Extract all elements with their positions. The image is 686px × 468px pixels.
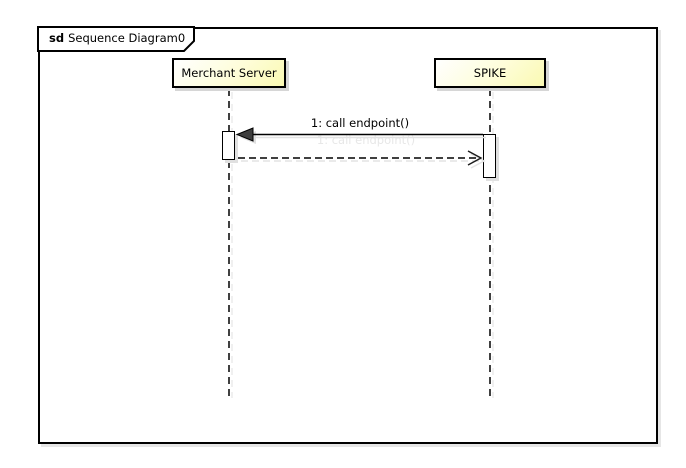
lifeline-name: SPIKE [473, 66, 507, 80]
activation-bar-spike [483, 134, 496, 178]
message-call-label: 1: call endpoint() [310, 116, 410, 130]
lifeline-name: Merchant Server [181, 66, 277, 80]
diagram-frame [38, 27, 658, 444]
lifeline-head-merchant-server: Merchant Server [172, 58, 286, 88]
frame-keyword: sd [49, 31, 65, 45]
frame-label-pentagon [37, 26, 195, 52]
frame-title: Sequence Diagram0 [68, 31, 186, 45]
activation-bar-merchant-server [222, 131, 235, 160]
message-call-label-shadow: 1: call endpoint() [316, 133, 416, 147]
lifeline-head-spike: SPIKE [434, 58, 546, 88]
